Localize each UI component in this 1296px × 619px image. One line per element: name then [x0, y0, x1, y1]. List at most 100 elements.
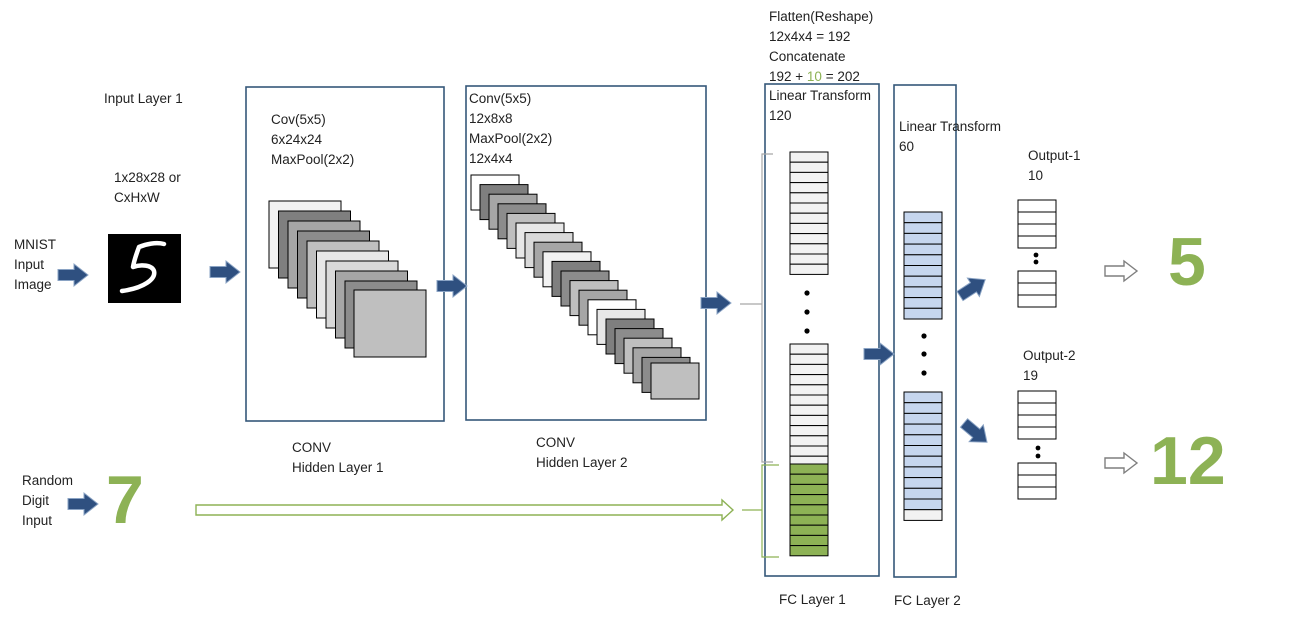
conv1-caption-line: CONV	[292, 440, 332, 455]
fc1-neuron	[789, 363, 829, 376]
fc2-spec-line: 60	[899, 139, 915, 154]
conv2-caption: CONV Hidden Layer 2	[536, 433, 628, 473]
input-dims-label: 1x28x28 or CxHxW	[114, 168, 181, 208]
out1-ellipsis-dot	[1033, 259, 1039, 265]
fc2-frame	[893, 84, 957, 578]
concat-formula: 192 + 10 = 202	[769, 67, 873, 87]
fc1-neurons	[789, 151, 829, 557]
result1-arrow-icon	[1104, 259, 1139, 283]
fc1-neuron	[789, 161, 829, 173]
mnist-label-line: Input	[14, 257, 45, 272]
fc1-neuron	[789, 425, 829, 437]
concat-term: 192 +	[769, 69, 807, 84]
fc2-neuron	[903, 243, 943, 256]
out2-ellipsis-dot	[1035, 445, 1041, 451]
conv2-caption-line: Hidden Layer 2	[536, 455, 628, 470]
output-neurons	[1017, 199, 1057, 500]
fc1-neuron	[789, 202, 829, 214]
fc1-neuron	[789, 171, 829, 184]
flatten-line: 12x4x4 = 192	[769, 29, 851, 44]
arrow-down-right-icon	[956, 414, 995, 452]
output2-label: Output-2 19	[1023, 346, 1076, 386]
fc1-neuron	[789, 192, 829, 204]
fc1-frame	[764, 83, 880, 577]
conv1-caption-line: Hidden Layer 1	[292, 460, 384, 475]
fc1-neuron	[789, 384, 829, 396]
conv1-caption: CONV Hidden Layer 1	[292, 438, 384, 478]
output1-neuron	[1017, 223, 1057, 237]
mnist-input-label: MNIST Input Image	[14, 235, 56, 295]
fc2-neuron	[903, 254, 943, 267]
fc2-neuron	[903, 211, 943, 224]
fc2-neuron	[903, 466, 943, 479]
conv2-spec-line: 12x4x4	[469, 151, 513, 166]
conv1-feature-map	[353, 289, 427, 358]
conv1-spec-line: MaxPool(2x2)	[271, 152, 355, 167]
fc1-digit-neuron	[789, 463, 829, 475]
arrow-up-right-icon	[953, 269, 992, 306]
fc1-neuron	[789, 404, 829, 416]
conv2-spec-line: 12x8x8	[469, 111, 513, 126]
output2-neuron	[1017, 390, 1057, 404]
fc1-neuron	[789, 222, 829, 235]
fc1-neuron	[789, 445, 829, 457]
result2-arrow-icon	[1104, 451, 1139, 475]
output1-neuron	[1017, 235, 1057, 249]
output1-label: Output-1 10	[1028, 146, 1081, 186]
input-layer-label: Input Layer 1	[104, 91, 183, 106]
conv2-feature-map	[650, 362, 700, 400]
fc1-digit-neuron	[789, 504, 829, 516]
out2-ellipsis-dot	[1035, 453, 1041, 459]
arrow-right-icon	[436, 274, 468, 298]
conv2-feature-maps	[470, 174, 700, 400]
concat-result: = 202	[821, 69, 860, 84]
random-digit-label: Random Digit Input	[22, 471, 73, 531]
fc2-neurons	[903, 211, 943, 521]
fc2-ellipsis-dot	[921, 333, 927, 339]
arrow-right-icon	[57, 263, 89, 287]
output1-neuron	[1017, 294, 1057, 308]
conv2-spec-line: Conv(5x5)	[469, 91, 532, 106]
fc1-digit-neuron	[789, 534, 829, 547]
fc1-digit-neuron	[789, 483, 829, 496]
fc1-neuron	[789, 435, 829, 447]
flatten-label: Flatten(Reshape) 12x4x4 = 192 Concatenat…	[769, 7, 873, 87]
digit-five-glyph	[119, 240, 167, 294]
fc2-neuron	[903, 477, 943, 489]
conv2-spec-line: MaxPool(2x2)	[469, 131, 553, 146]
fc1-caption: FC Layer 1	[779, 592, 846, 607]
flatten-bracket	[761, 153, 773, 463]
fc2-neuron	[903, 412, 943, 425]
output2-neuron	[1017, 474, 1057, 488]
fc1-spec-label: Linear Transform 120	[769, 86, 871, 126]
input-dims-line: CxHxW	[114, 190, 160, 205]
output2-line: Output-2	[1023, 348, 1076, 363]
fc1-neuron	[789, 394, 829, 406]
fc2-neuron	[903, 297, 943, 309]
conv1-spec-line: 6x24x24	[271, 132, 323, 147]
fc1-neuron	[789, 233, 829, 245]
output2-line: 19	[1023, 368, 1039, 383]
fc1-digit-neuron	[789, 545, 829, 557]
fc1-digit-neuron	[789, 473, 829, 485]
predicted-sum: 12	[1150, 423, 1226, 499]
fc2-neuron	[903, 286, 943, 299]
fc1-digit-neuron	[789, 494, 829, 506]
output2-neuron	[1017, 462, 1057, 476]
fc2-neuron	[903, 434, 943, 446]
output1-neuron	[1017, 270, 1057, 284]
output1-line: 10	[1028, 168, 1044, 183]
input-dims-line: 1x28x28 or	[114, 170, 181, 185]
conv1-spec-label: Cov(5x5) 6x24x24 MaxPool(2x2)	[271, 110, 354, 170]
fc1-neuron	[789, 243, 829, 255]
output1-neuron	[1017, 199, 1057, 213]
concat-bracket	[761, 464, 779, 558]
conv1-spec-line: Cov(5x5)	[271, 112, 326, 127]
fc2-neuron	[903, 487, 943, 500]
fc2-neuron	[903, 445, 943, 457]
conv1-feature-maps	[268, 200, 427, 358]
fc2-neuron	[903, 391, 943, 404]
fc1-neuron	[789, 182, 829, 194]
conv2-caption-line: CONV	[536, 435, 576, 450]
arrow-right-icon	[209, 260, 241, 284]
